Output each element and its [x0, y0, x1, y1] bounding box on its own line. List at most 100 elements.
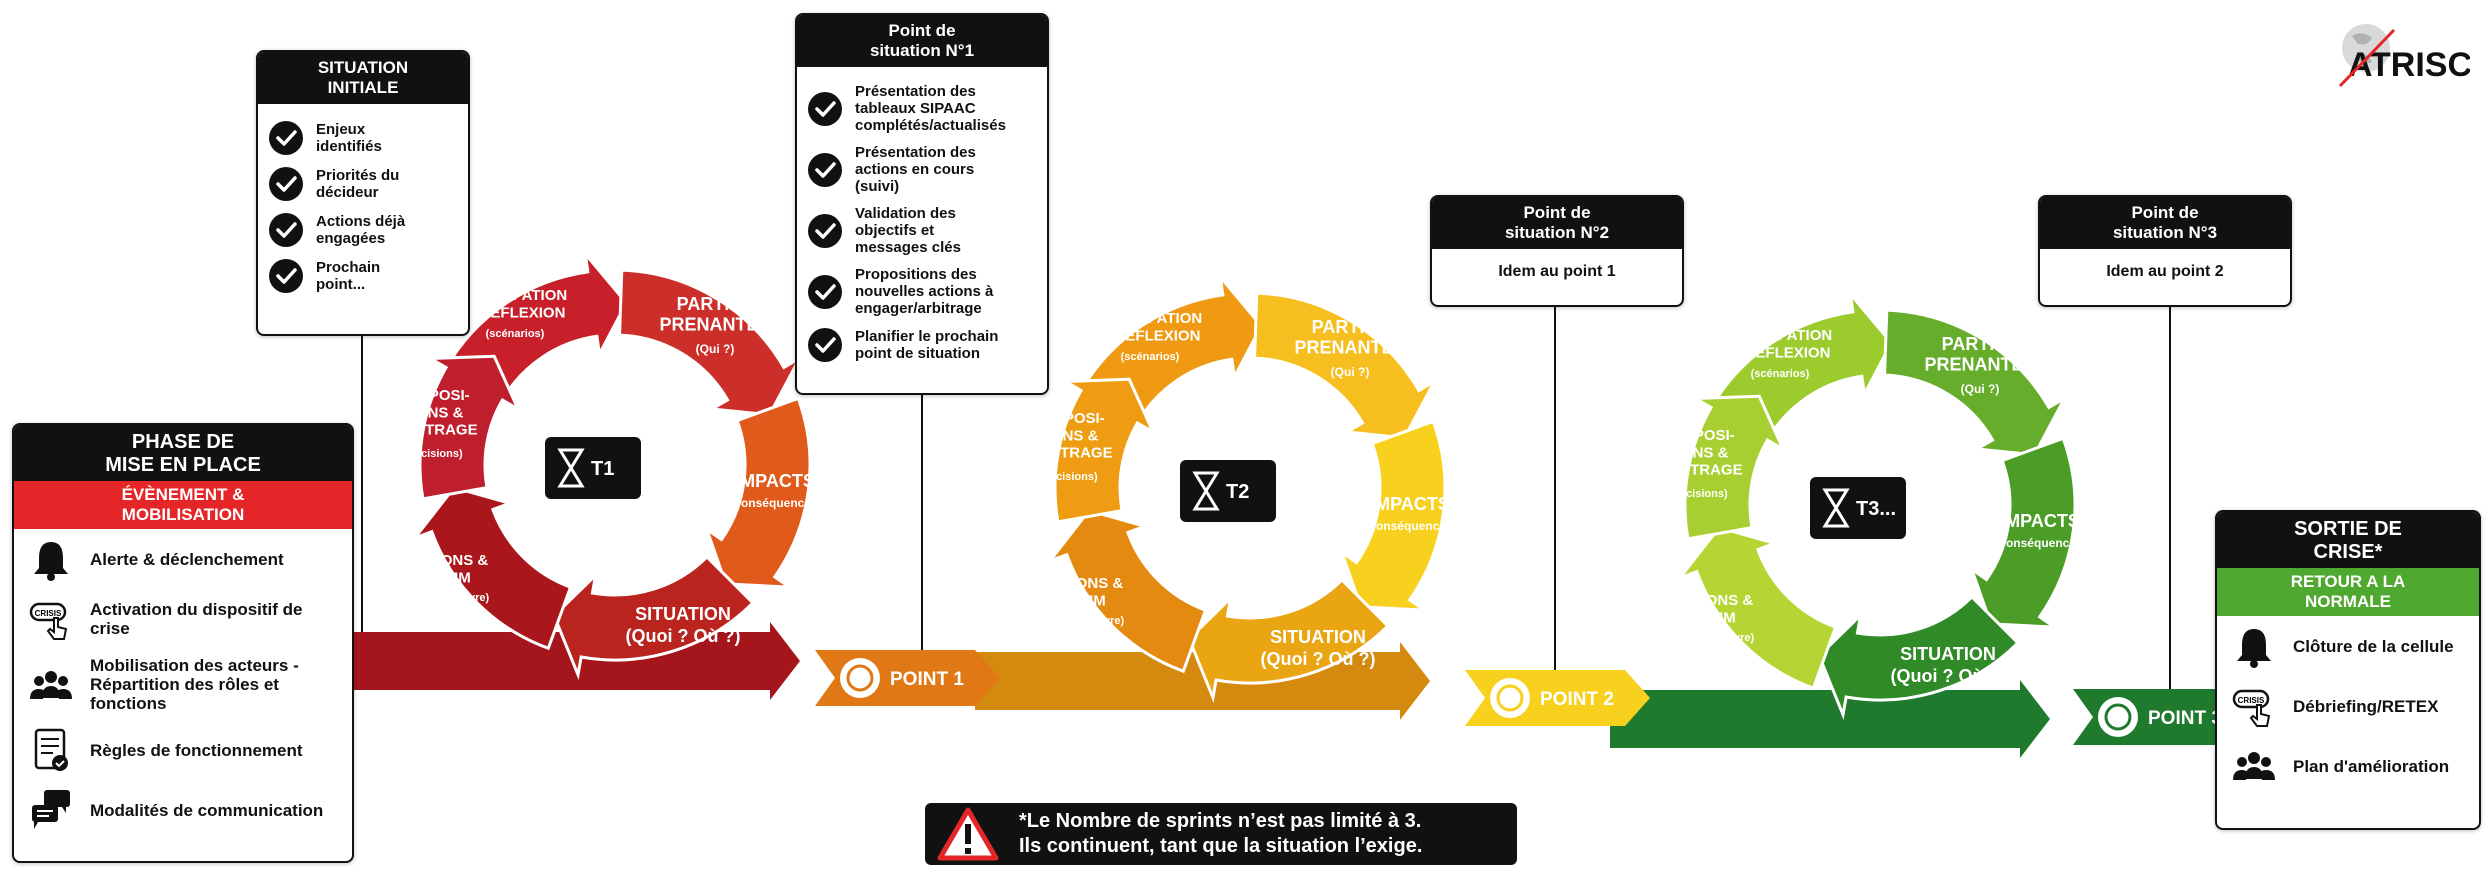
svg-text:CRISIS: CRISIS — [2238, 696, 2265, 705]
phase-end-item-label: Plan d'amélioration — [2293, 756, 2450, 776]
crisis-button-icon: CRISIS — [2232, 689, 2271, 727]
point-badge-icon — [2098, 697, 2138, 737]
timer-label: T1 — [591, 458, 614, 480]
label-actions-sub: (Mise en œuvre) — [1040, 615, 1125, 627]
situation-initiale-item-label: Priorités du décideur — [316, 167, 400, 201]
timer-box — [1810, 477, 1906, 539]
bell-icon — [34, 542, 68, 581]
bell-icon — [2237, 629, 2271, 668]
chat-icon — [32, 790, 70, 829]
segment-impacts — [1338, 419, 1447, 612]
label-propositions: PROPOSI-TIONS &ARBITRAGE — [1023, 410, 1112, 462]
segment-situation — [1187, 577, 1391, 704]
check-icon — [808, 274, 842, 309]
label-impacts-sub: (Conséquences) — [1363, 519, 1456, 533]
check-icon — [269, 121, 303, 155]
segment-propositions — [1053, 377, 1157, 524]
timer-box — [1180, 460, 1276, 522]
warning-icon — [937, 807, 999, 861]
point-marker-3: POINT 3 — [2073, 689, 2258, 745]
label-anticipation: ANTICIPATION& RÉFLEXION — [1098, 310, 1202, 344]
point1-item: Présentation des actions en cours (suivi… — [807, 144, 1037, 195]
point-badge-ring — [2104, 703, 2132, 731]
point-badge-ring — [846, 664, 874, 692]
phase-end-item-label: Débriefing/RETEX — [2293, 696, 2439, 716]
label-actions: ACTIONS &COMM — [406, 552, 489, 586]
point1-item: Présentation des tableaux SIPAAC complét… — [807, 83, 1037, 134]
hourglass-icon — [1822, 488, 1850, 528]
cycle-1: ANTICIPATION& RÉFLEXION(scénarios)PARTIE… — [388, 249, 822, 681]
phase-start-item: Règles de fonctionnement — [14, 720, 352, 780]
phase-start-item-label: Alerte & déclenchement — [90, 549, 284, 569]
segment-actions — [1675, 525, 1838, 691]
label-impacts-sub: (Conséquences) — [728, 496, 821, 510]
document-check-icon — [34, 728, 68, 771]
segment-actions — [410, 485, 573, 651]
point1-item-label: Présentation des actions en cours (suivi… — [855, 144, 976, 195]
phase-end-subtitle: RETOUR A LA NORMALE — [2217, 568, 2479, 616]
segment-parties-prenantes — [1882, 308, 2069, 457]
label-impacts: IMPACTS — [2000, 511, 2080, 531]
point-label: POINT 2 — [1540, 689, 1614, 710]
flow-arrow-3 — [1610, 680, 2050, 758]
point2-box: Point de situation N°2 Idem au point 1 — [1430, 195, 1684, 307]
segment-parties-prenantes — [1252, 291, 1439, 440]
atrisc-logo: ATRISC — [2338, 24, 2470, 88]
segment-propositions — [418, 354, 522, 501]
phase-start-item: Modalités de communication — [14, 780, 352, 840]
label-actions-sub: (Mise en œuvre) — [405, 592, 490, 604]
point-badge-ring — [1496, 684, 1524, 712]
label-propositions-sub: (Décisions) — [1038, 471, 1098, 483]
point-marker-2: POINT 2 — [1465, 670, 1650, 726]
timer-box — [545, 437, 641, 499]
label-actions: ACTIONS &COMM — [1041, 575, 1124, 609]
point-markers: POINT 1 POINT 2 POINT 3 — [815, 650, 2258, 745]
phase-end-title: SORTIE DE CRISE* — [2217, 512, 2479, 568]
label-propositions-sub: (Décisions) — [1668, 488, 1728, 500]
label-parties-sub: (Qui ?) — [1961, 382, 2000, 396]
phase-end-item: Plan d'amélioration — [2217, 736, 2479, 796]
situation-initiale-title: SITUATION INITIALE — [258, 52, 468, 104]
phase-end-item: CRISIS Débriefing/RETEX — [2217, 676, 2479, 736]
label-situation-sub: (Quoi ? Où ?) — [1891, 666, 2006, 686]
label-anticipation-sub: (scénarios) — [486, 328, 545, 340]
situation-initiale-item: Priorités du décideur — [268, 166, 458, 202]
hourglass-icon — [557, 448, 585, 488]
point1-list: Présentation des tableaux SIPAAC complét… — [797, 67, 1047, 379]
point1-item: Validation des objectifs et messages clé… — [807, 205, 1037, 256]
point-label: POINT 1 — [890, 669, 964, 690]
phase-end-item-label: Clôture de la cellule — [2293, 636, 2454, 656]
check-icon — [269, 167, 303, 201]
point-label: POINT 3 — [2148, 708, 2222, 729]
check-icon — [808, 213, 842, 248]
svg-text:ATRISC: ATRISC — [2348, 46, 2470, 84]
segment-propositions — [1683, 394, 1787, 541]
check-icon — [808, 152, 842, 187]
segment-situation — [1817, 594, 2021, 721]
label-situation: SITUATION — [635, 604, 731, 624]
label-anticipation-sub: (scénarios) — [1121, 351, 1180, 363]
hourglass-icon — [1192, 471, 1220, 511]
point3-title: Point de situation N°3 — [2040, 197, 2290, 249]
timer-label: T2 — [1226, 481, 1249, 503]
segment-impacts — [1968, 436, 2077, 629]
check-icon — [808, 91, 842, 126]
label-anticipation: ANTICIPATION& RÉFLEXION — [463, 287, 567, 321]
cycles-group: ANTICIPATION& RÉFLEXION (scénarios) PARTIE… — [388, 249, 2087, 721]
check-icon — [808, 328, 842, 362]
point3-box: Point de situation N°3 Idem au point 2 — [2038, 195, 2292, 307]
people-icon — [2233, 752, 2275, 780]
phase-start-item-label: Règles de fonctionnement — [90, 740, 303, 760]
situation-initiale-item: Actions déjà engagées — [268, 212, 458, 248]
phase-start-item: Alerte & déclenchement — [14, 529, 352, 589]
label-situation: SITUATION — [1270, 627, 1366, 647]
point1-box: Point de situation N°1 Présentation des … — [795, 13, 1049, 395]
label-actions-sub: (Mise en œuvre) — [1670, 632, 1755, 644]
label-propositions-sub: (Décisions) — [403, 448, 463, 460]
point3-body: Idem au point 2 — [2106, 263, 2224, 280]
